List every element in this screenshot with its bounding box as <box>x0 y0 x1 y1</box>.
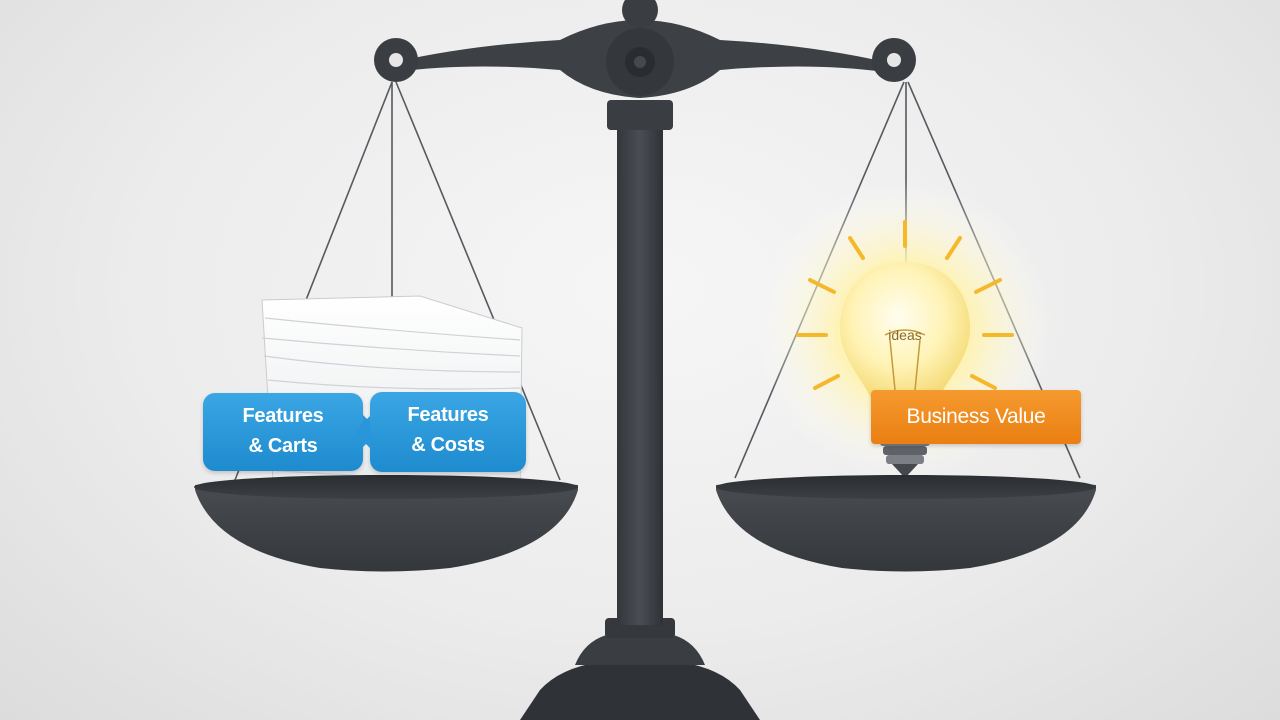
scale-base <box>520 618 760 720</box>
right-pan <box>716 475 1096 572</box>
scale-pillar <box>617 120 663 625</box>
features-costs-line1: Features <box>407 404 489 426</box>
features-carts-label: Features & Carts <box>203 393 379 471</box>
bulb-text: ideas <box>888 327 921 343</box>
business-value-label: Business Value <box>871 390 1081 444</box>
left-pan <box>194 475 578 572</box>
features-carts-line1: Features <box>242 405 324 427</box>
features-costs-line2: & Costs <box>411 434 485 456</box>
features-carts-line2: & Carts <box>248 435 318 457</box>
scale-beam <box>374 0 916 98</box>
features-costs-label: Features & Costs <box>354 392 526 472</box>
